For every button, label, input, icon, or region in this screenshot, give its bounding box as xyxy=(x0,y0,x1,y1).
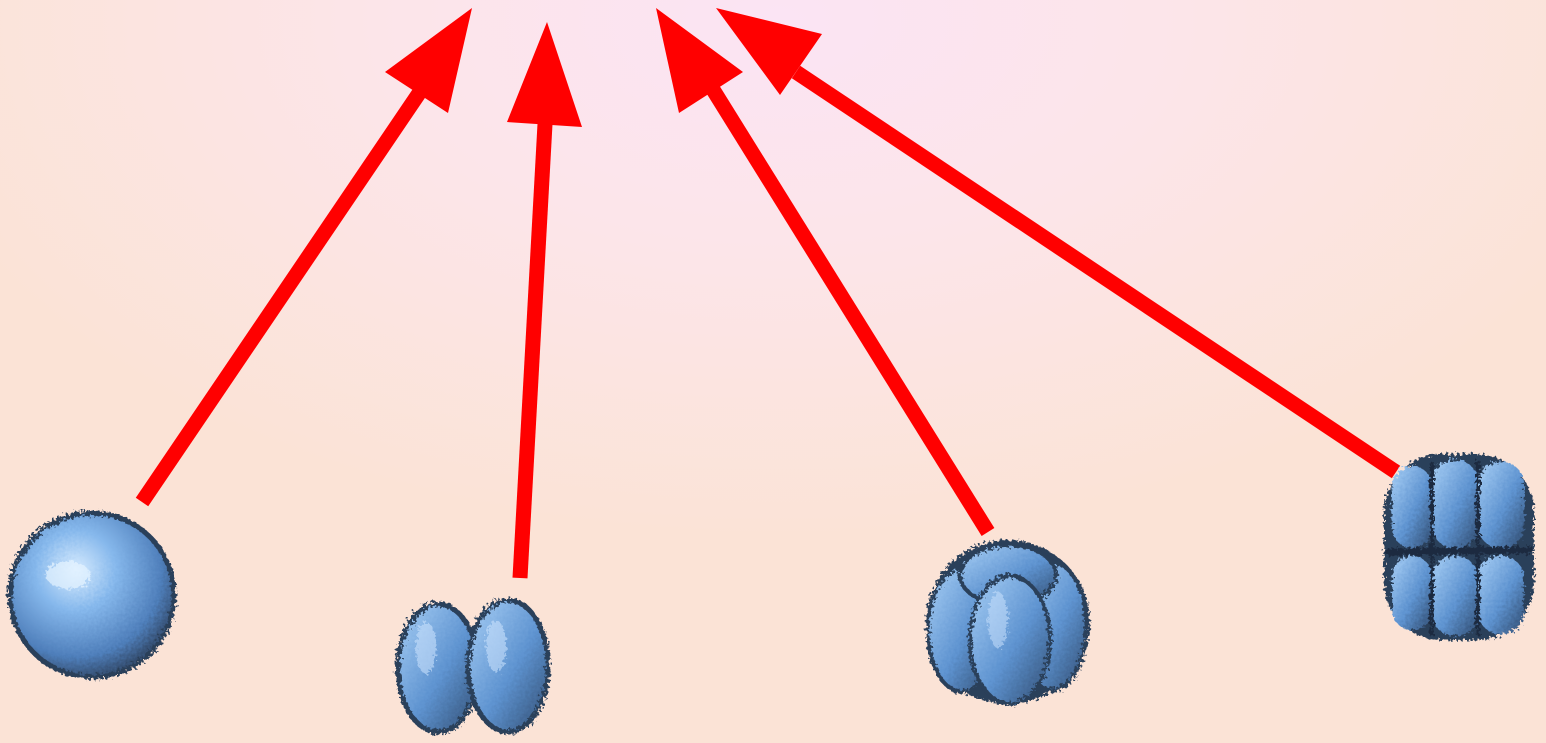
blastomere-icon xyxy=(1478,556,1524,634)
blastomere-icon xyxy=(1392,556,1432,630)
blastomere-icon xyxy=(1432,460,1478,548)
red-arrow-icon xyxy=(656,8,743,113)
arrow-eight-cell xyxy=(716,8,1401,479)
stage-eight-cell xyxy=(1384,454,1534,640)
red-arrow-icon xyxy=(716,8,822,95)
stage-four-cell xyxy=(926,540,1090,706)
red-arrow-icon xyxy=(507,22,582,127)
blastomere-icon xyxy=(1432,556,1478,636)
arrows-group xyxy=(135,8,1401,579)
blastomere-icon xyxy=(1478,462,1524,548)
blastomere-icon xyxy=(968,574,1052,706)
arrow-two-cell xyxy=(507,22,582,579)
blastomere-icon xyxy=(7,510,177,680)
stage-two-cell xyxy=(395,597,551,735)
blastomere-icon xyxy=(465,597,551,735)
red-arrow-icon xyxy=(385,8,472,113)
arrow-one-cell xyxy=(135,8,472,507)
arrow-four-cell xyxy=(656,8,995,536)
stage-one-cell xyxy=(7,510,177,680)
blastomere-icon xyxy=(1392,466,1432,548)
